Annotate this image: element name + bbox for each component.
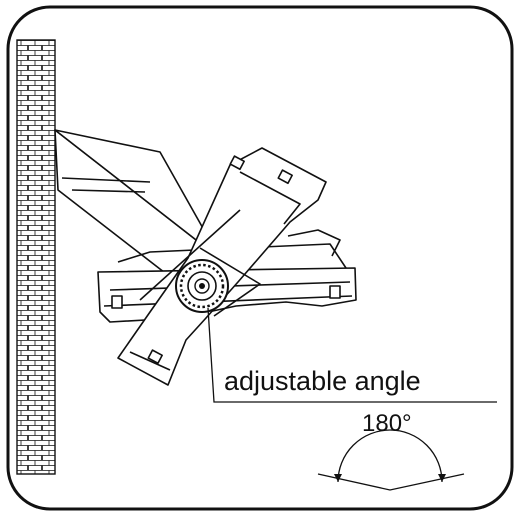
lamp-body-tilted xyxy=(117,147,327,386)
brick-wall xyxy=(16,39,56,475)
angle-arc-indicator xyxy=(317,429,465,491)
frame-border xyxy=(6,5,514,511)
adjustable-angle-label: adjustable angle xyxy=(224,366,421,396)
adjustment-knob xyxy=(175,259,229,313)
callout-leader-line xyxy=(207,307,497,403)
wall-bracket xyxy=(54,129,223,301)
angle-degrees-label: 180° xyxy=(362,410,412,437)
